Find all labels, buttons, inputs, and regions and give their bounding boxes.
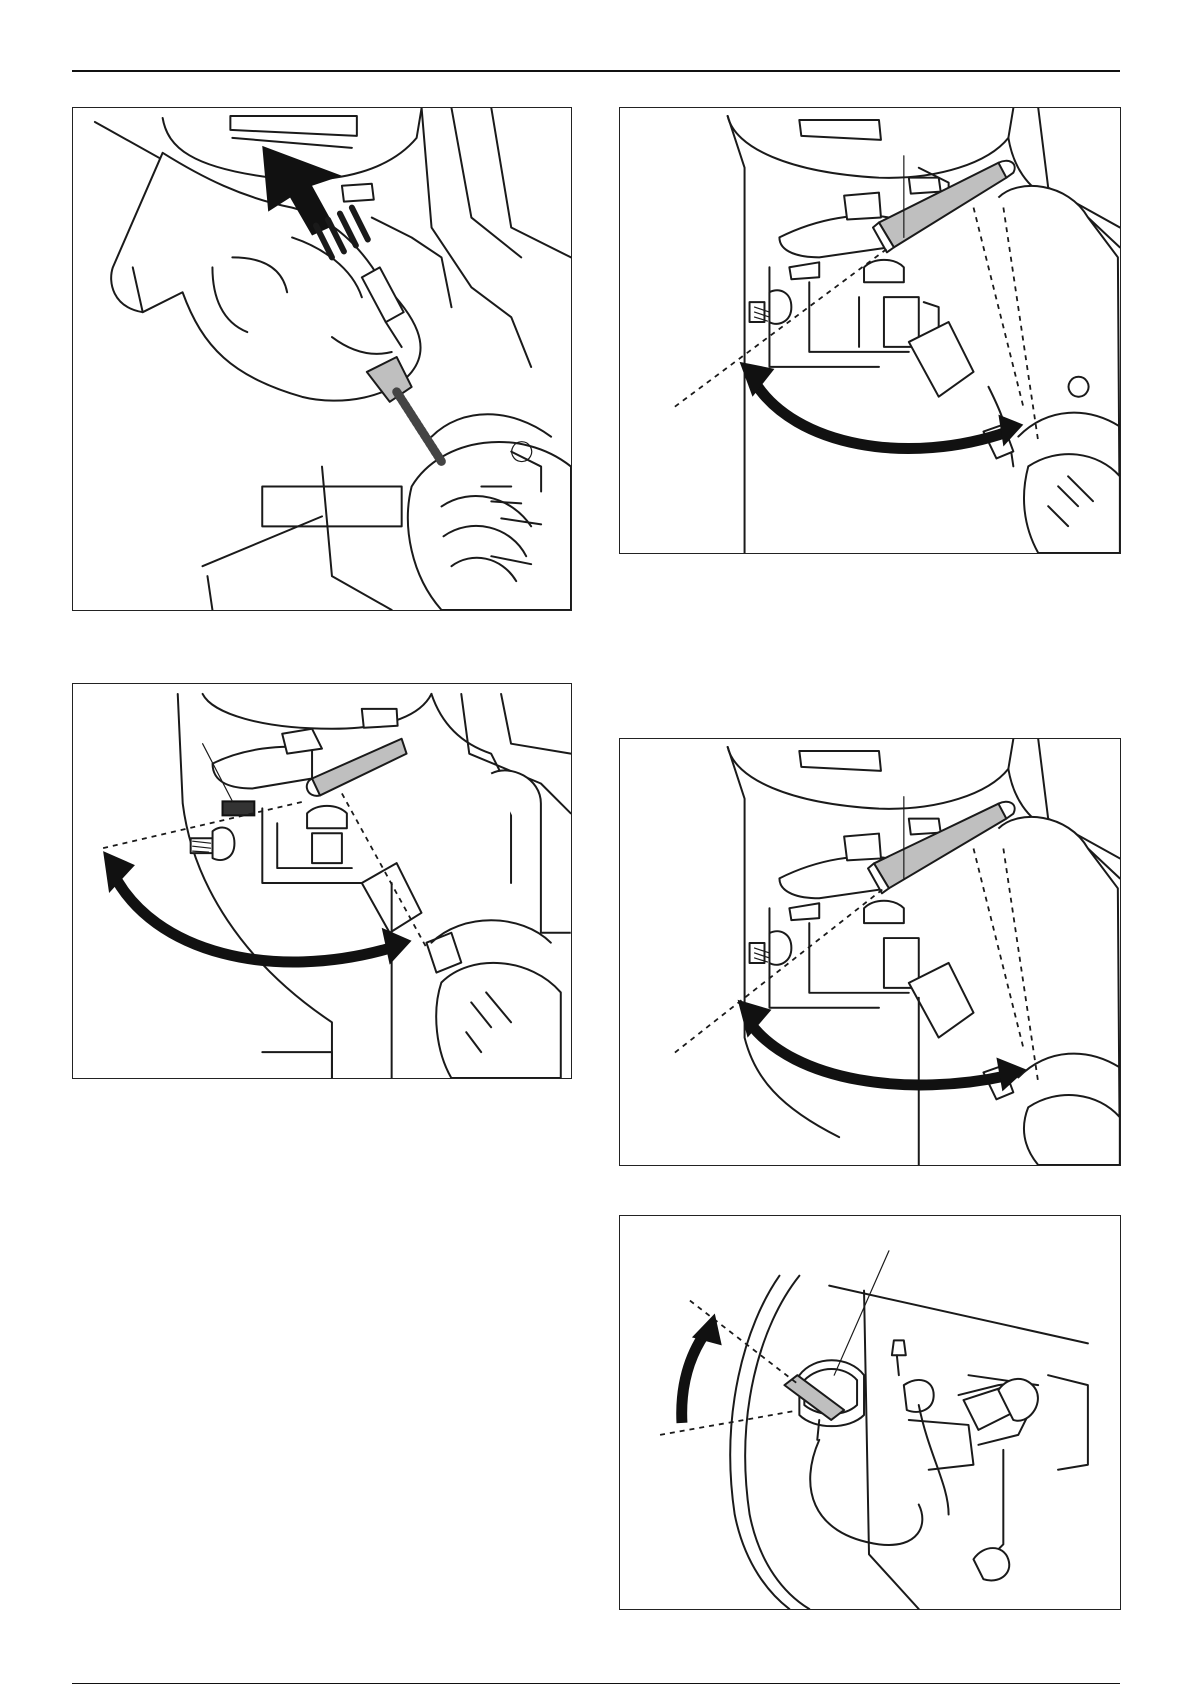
illustration-gauge-adjust-lower (620, 739, 1120, 1165)
gauge-tool-icon (879, 163, 1006, 248)
figure-fuel-valve (619, 1215, 1121, 1610)
figure-remove-spark-plug-cap (72, 107, 572, 611)
illustration-remove-spark-plug-cap (73, 108, 571, 610)
figure-adjust-lower-arm (72, 683, 572, 1079)
footer-rule (72, 1683, 1120, 1684)
figure-gauge-adjust-upper (619, 107, 1121, 554)
illustration-adjust-lower-arm (73, 684, 571, 1078)
gauge-tool-icon (874, 804, 1006, 889)
illustration-fuel-valve (620, 1216, 1120, 1609)
header-rule (72, 70, 1120, 72)
illustration-gauge-adjust-upper (620, 108, 1120, 553)
figure-gauge-adjust-lower (619, 738, 1121, 1166)
